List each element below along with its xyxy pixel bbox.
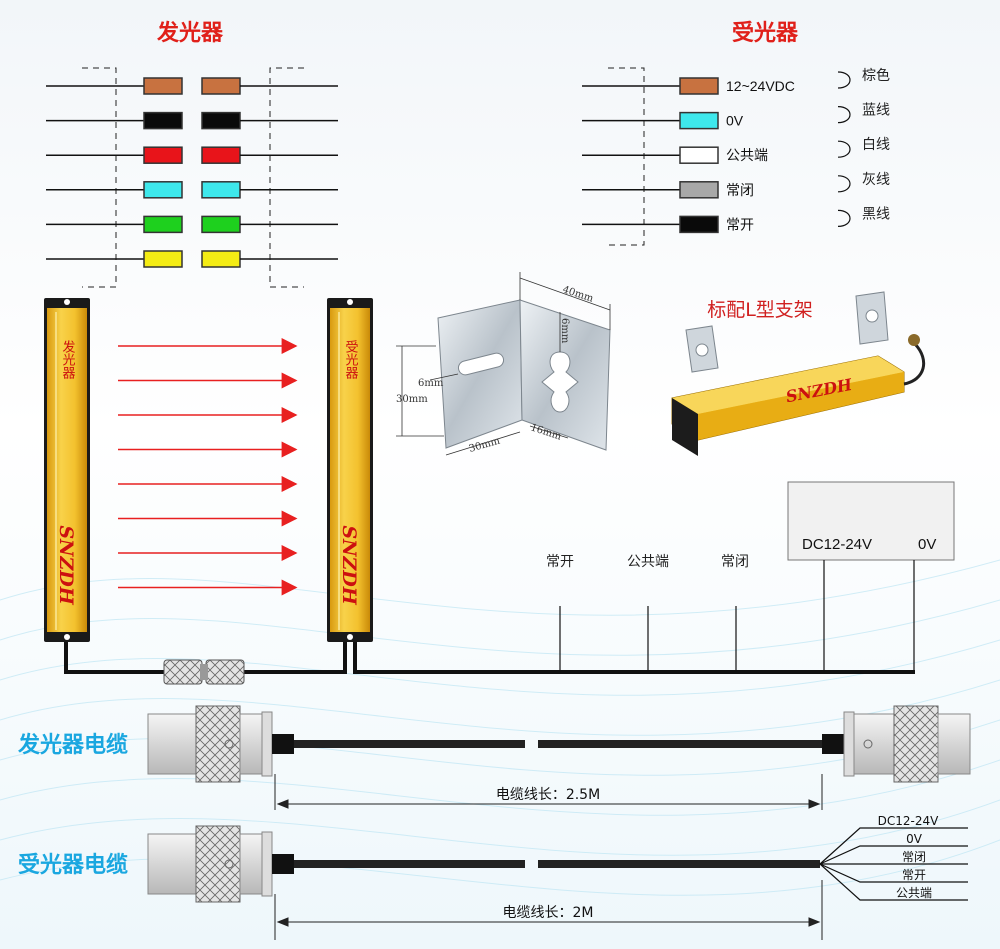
receiver-wire-row: 0V 蓝线 <box>582 103 890 130</box>
receiver-cable-drawing <box>147 825 968 940</box>
bracket-dim-6a: 6mm <box>559 318 570 344</box>
receiver-lead-0v: 0V <box>906 832 923 846</box>
inline-connector <box>163 659 245 685</box>
emitter-dashed-bracket-right <box>269 67 304 288</box>
receiver-wire-label: 12~24VDC <box>726 78 795 94</box>
power-box: DC12-24V 0V <box>787 481 955 561</box>
bracket-product-photo: SNZDH <box>671 291 926 456</box>
emitter-wire-table <box>46 67 338 288</box>
emitter-cable-drawing <box>147 705 971 810</box>
emitter-wire-pair <box>46 77 338 95</box>
receiver-wire-color-name: 白线 <box>862 137 890 153</box>
receiver-wire-color-name: 棕色 <box>862 67 890 84</box>
emitter-title: 发光器 <box>156 20 224 46</box>
emitter-wire-pair <box>46 250 338 268</box>
receiver-wire-row: 12~24VDC 棕色 <box>582 67 890 95</box>
emitter-wire-pair <box>46 181 338 199</box>
receiver-wire-label: 公共端 <box>726 147 768 163</box>
receiver-bar-brand: SNZDH <box>338 525 360 605</box>
bracket-dim-30a: 30mm <box>396 394 428 405</box>
receiver-cable-length: 电缆线长：2M <box>503 905 594 921</box>
emitter-cable-title: 发光器电缆 <box>17 732 128 758</box>
emitter-cable-length: 电缆线长：2.5M <box>496 787 600 803</box>
output-nc-label: 常闭 <box>721 554 749 570</box>
receiver-wire-row: 常开 黑线 <box>582 206 890 234</box>
output-no-label: 常开 <box>546 554 574 570</box>
receiver-wire-row: 常闭 灰线 <box>582 172 890 199</box>
power-box-0v: 0V <box>918 536 936 553</box>
receiver-wire-color-name: 蓝线 <box>862 103 890 119</box>
receiver-wire-color-name: 黑线 <box>862 206 890 222</box>
receiver-wire-label: 常闭 <box>726 182 754 198</box>
output-lines <box>559 560 915 672</box>
emitter-wire-pair <box>46 146 338 164</box>
l-bracket-drawing: 40mm 6mm 6mm 30mm 30mm 16mm <box>396 272 611 456</box>
light-beams <box>118 338 298 596</box>
background-waves <box>0 559 1000 896</box>
receiver-wire-label: 常开 <box>726 216 754 232</box>
emitter-bar-brand: SNZDH <box>55 525 77 605</box>
emitter-bar: 发光器 SNZDH <box>44 298 90 642</box>
receiver-bar-label: 受光器 <box>343 340 359 380</box>
emitter-wire-pair <box>46 215 338 234</box>
power-box-dc: DC12-24V <box>802 536 872 553</box>
emitter-bar-label: 发光器 <box>60 339 76 380</box>
receiver-wire-row: 公共端 白线 <box>582 137 890 164</box>
emitter-wire-pair <box>46 111 338 130</box>
receiver-lead-no: 常开 <box>902 868 926 882</box>
receiver-bar: 受光器 SNZDH <box>327 298 373 642</box>
receiver-cable-title: 受光器电缆 <box>18 852 128 878</box>
emitter-dashed-bracket-left <box>82 67 117 288</box>
receiver-lead-com: 公共端 <box>896 886 932 900</box>
output-com-label: 公共端 <box>627 554 669 570</box>
receiver-dashed-bracket <box>608 67 645 246</box>
bracket-caption: 标配L型支架 <box>707 299 813 321</box>
receiver-wire-color-name: 灰线 <box>862 172 890 188</box>
bracket-dim-6b: 6mm <box>418 378 444 389</box>
bracket-dim-40: 40mm <box>561 284 595 304</box>
receiver-wire-label: 0V <box>726 113 744 129</box>
receiver-lead-dc: DC12-24V <box>878 814 939 828</box>
bar-cables <box>64 642 915 674</box>
receiver-title: 受光器 <box>732 20 799 46</box>
receiver-lead-nc: 常闭 <box>902 850 926 864</box>
